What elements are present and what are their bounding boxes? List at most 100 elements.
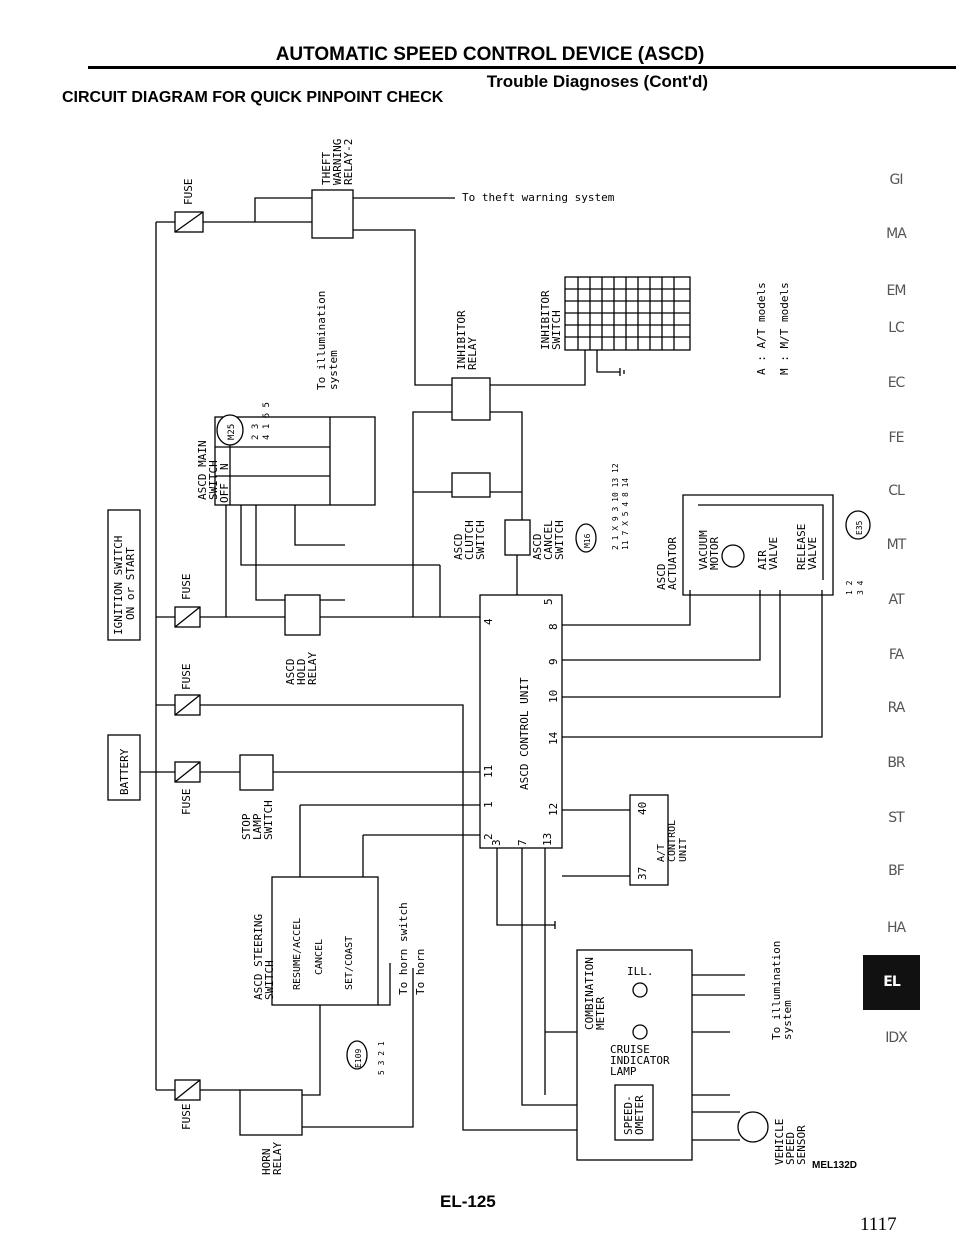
diagram-label: 4 <box>482 618 495 625</box>
legend-at: A : A/T models <box>755 282 768 375</box>
tab-mt[interactable]: MT <box>886 537 907 553</box>
diagram-label: system <box>327 350 340 390</box>
diagram-shape <box>174 761 201 783</box>
diagram-label: 12 <box>547 803 560 816</box>
to-theft-label: To theft warning system <box>462 191 615 204</box>
diagram-shape <box>496 809 630 1106</box>
diagram-label: To illumination <box>770 941 783 1040</box>
inhibitor-relay <box>451 377 491 421</box>
tab-cl[interactable]: CL <box>888 483 905 499</box>
diagram-label: INHIBITOR <box>455 310 468 370</box>
diagram-label: 10 <box>547 690 560 703</box>
diagram-label: METER <box>594 997 607 1030</box>
diagram-label: ASCD CONTROL UNIT <box>518 677 531 790</box>
diagram-label: WARNING <box>331 139 344 185</box>
diagram-shape <box>565 277 690 350</box>
diagram-label: SPEED- <box>622 1095 635 1135</box>
diagram-label: HOLD <box>295 659 308 686</box>
tab-st[interactable]: ST <box>888 810 904 826</box>
diagram-shape <box>155 197 455 1090</box>
tab-idx[interactable]: IDX <box>885 1030 908 1046</box>
diagram-label: SWITCH <box>553 520 566 560</box>
diagram-label: AIR <box>756 550 769 570</box>
tab-ec[interactable]: EC <box>887 375 906 391</box>
diagram-shape <box>302 963 414 1128</box>
diagram-label: SET/COAST <box>344 936 355 990</box>
tab-em[interactable]: EM <box>886 283 907 299</box>
diagram-shape <box>174 1079 201 1101</box>
tab-ha[interactable]: HA <box>886 920 906 936</box>
connector-m16 <box>575 523 597 553</box>
diagram-label: CANCEL <box>542 520 555 560</box>
diagram-label: SWITCH <box>262 800 275 840</box>
tab-at[interactable]: AT <box>888 592 904 608</box>
diagram-label: SPEED <box>784 1132 797 1165</box>
tab-fa[interactable]: FA <box>888 647 904 663</box>
diagram-label: RELAY <box>466 337 479 370</box>
diagram-shape <box>545 921 556 929</box>
ill-label: ILL. <box>627 965 654 978</box>
ascd-hold-relay <box>284 594 321 636</box>
vehicle-speed-sensor <box>737 1111 769 1143</box>
tab-br[interactable]: BR <box>887 755 905 771</box>
diagram-label: To horn <box>414 949 427 995</box>
diagram-label: ACTUATOR <box>666 537 679 590</box>
fuse-label: FUSE <box>180 789 193 816</box>
diagram-label: 7 <box>516 839 529 846</box>
diagram-label: CANCEL <box>314 939 325 975</box>
wires <box>128 197 834 1141</box>
diagram-label: To horn switch <box>397 902 410 995</box>
diagram-label: RELEASE <box>795 524 808 570</box>
tab-fe[interactable]: FE <box>888 430 905 446</box>
diagram-shape <box>412 411 523 595</box>
diagram-label: 40 <box>636 802 649 815</box>
diagram-label: 11 7 X 5 4 8 14 <box>621 478 630 550</box>
diagram-label: A/T <box>656 844 667 862</box>
diagram-shape <box>174 211 204 233</box>
diagram-label: 5 <box>542 598 555 605</box>
diagram-label: CRUISE <box>610 1043 650 1056</box>
diagram-label: VALVE <box>767 537 780 570</box>
diagram-label: STOP <box>240 813 253 840</box>
components: THEFT WARNING RELAY-2 To theft warning s… <box>107 139 871 1176</box>
fuse-label: FUSE <box>180 574 193 601</box>
diagram-label: INHIBITOR <box>539 290 552 350</box>
diagram-label: INDICATOR <box>610 1054 670 1067</box>
ignition-switch <box>107 509 141 641</box>
diagram-label: COMBINATION <box>583 957 596 1030</box>
battery <box>107 734 141 801</box>
ill-lamp <box>632 982 648 998</box>
diagram-label: HORN <box>260 1149 273 1176</box>
ascd-steering-switch <box>271 876 379 1006</box>
at-control-unit <box>629 794 669 886</box>
diagram-label: 3 <box>490 839 503 846</box>
tab-ma[interactable]: MA <box>886 226 907 242</box>
diagram-label: OFF <box>218 483 231 503</box>
diagram-label: ASCD STEERING <box>252 914 265 1000</box>
cruise-lamp <box>632 1024 648 1040</box>
diagram-label: 11 <box>482 765 495 778</box>
diagram-shape <box>299 804 480 877</box>
diagram-label: ASCD MAIN <box>196 440 209 500</box>
diagram-label: VEHICLE <box>773 1119 786 1165</box>
diagram-label: ON or START <box>124 547 137 620</box>
diagram-label: 5 3 2 1 <box>377 1041 386 1075</box>
title-rule <box>88 66 956 69</box>
tab-el-active[interactable]: EL <box>863 955 920 1010</box>
diagram-shape <box>215 417 331 505</box>
diagram-label: 3 4 <box>856 580 865 595</box>
diagram-shape <box>562 590 823 738</box>
tab-ra[interactable]: RA <box>887 700 906 716</box>
fuses: FUSE FUSE FUSE FUSE FUSE <box>174 179 204 1130</box>
figure-code: MEL132D <box>812 1160 858 1171</box>
diagram-label: N <box>218 463 231 470</box>
diagram-shape <box>225 505 440 617</box>
theft-warning-relay <box>311 189 354 239</box>
diagram-label: system <box>781 1000 794 1040</box>
tab-gi[interactable]: GI <box>889 172 904 188</box>
tab-bf[interactable]: BF <box>888 863 905 879</box>
tab-lc[interactable]: LC <box>888 320 905 336</box>
page-subtitle: Trouble Diagnoses (Cont'd) <box>486 72 708 91</box>
diagram-label: VACUUM <box>697 530 710 570</box>
